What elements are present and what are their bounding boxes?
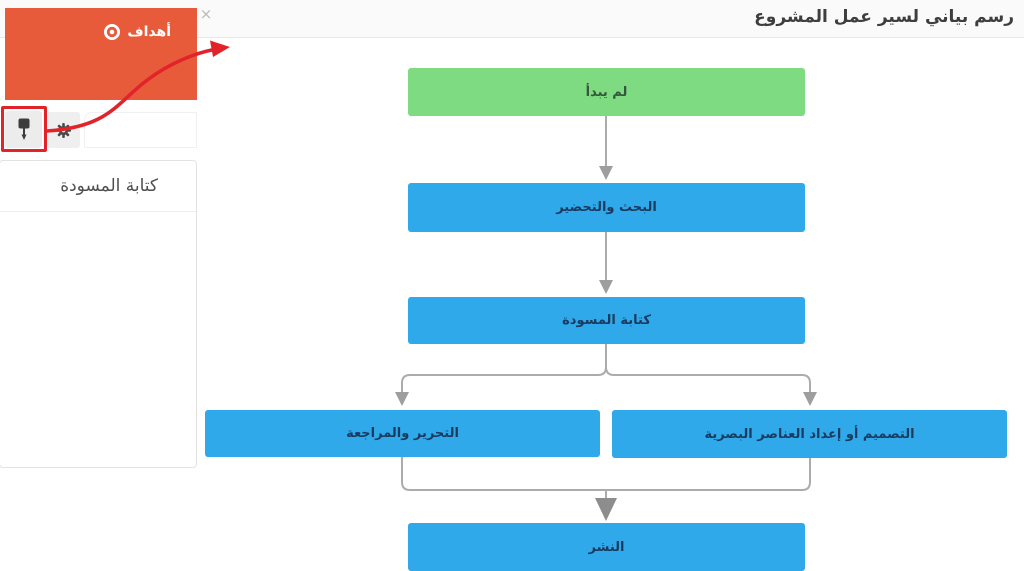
flow-node-editing: التحرير والمراجعة [205,410,600,457]
flow-node-research: البحث والتحضير [408,183,805,232]
pin-icon [16,118,32,141]
flow-node-draft: كتابة المسودة [408,297,805,344]
side-panel-item-label: كتابة المسودة [60,176,158,196]
close-icon[interactable]: × [199,5,213,23]
flow-node-not-started: لم يبدأ [408,68,805,116]
tab-pin[interactable] [5,111,42,148]
page-title: رسم بياني لسير عمل المشروع [754,7,1014,27]
tab-bar-panel [84,112,197,148]
goals-card: أهداف [5,8,197,100]
flow-node-publish: النشر [408,523,805,571]
gear-icon [56,122,71,138]
side-panel: كتابة المسودة [0,160,197,468]
annotation-highlight-box [1,106,47,152]
target-icon [103,23,121,41]
flow-node-design: التصميم أو إعداد العناصر البصرية [612,410,1007,458]
side-panel-item-draft[interactable]: كتابة المسودة [0,161,196,212]
tab-settings[interactable] [47,112,80,148]
goals-card-label: أهداف [127,24,171,40]
